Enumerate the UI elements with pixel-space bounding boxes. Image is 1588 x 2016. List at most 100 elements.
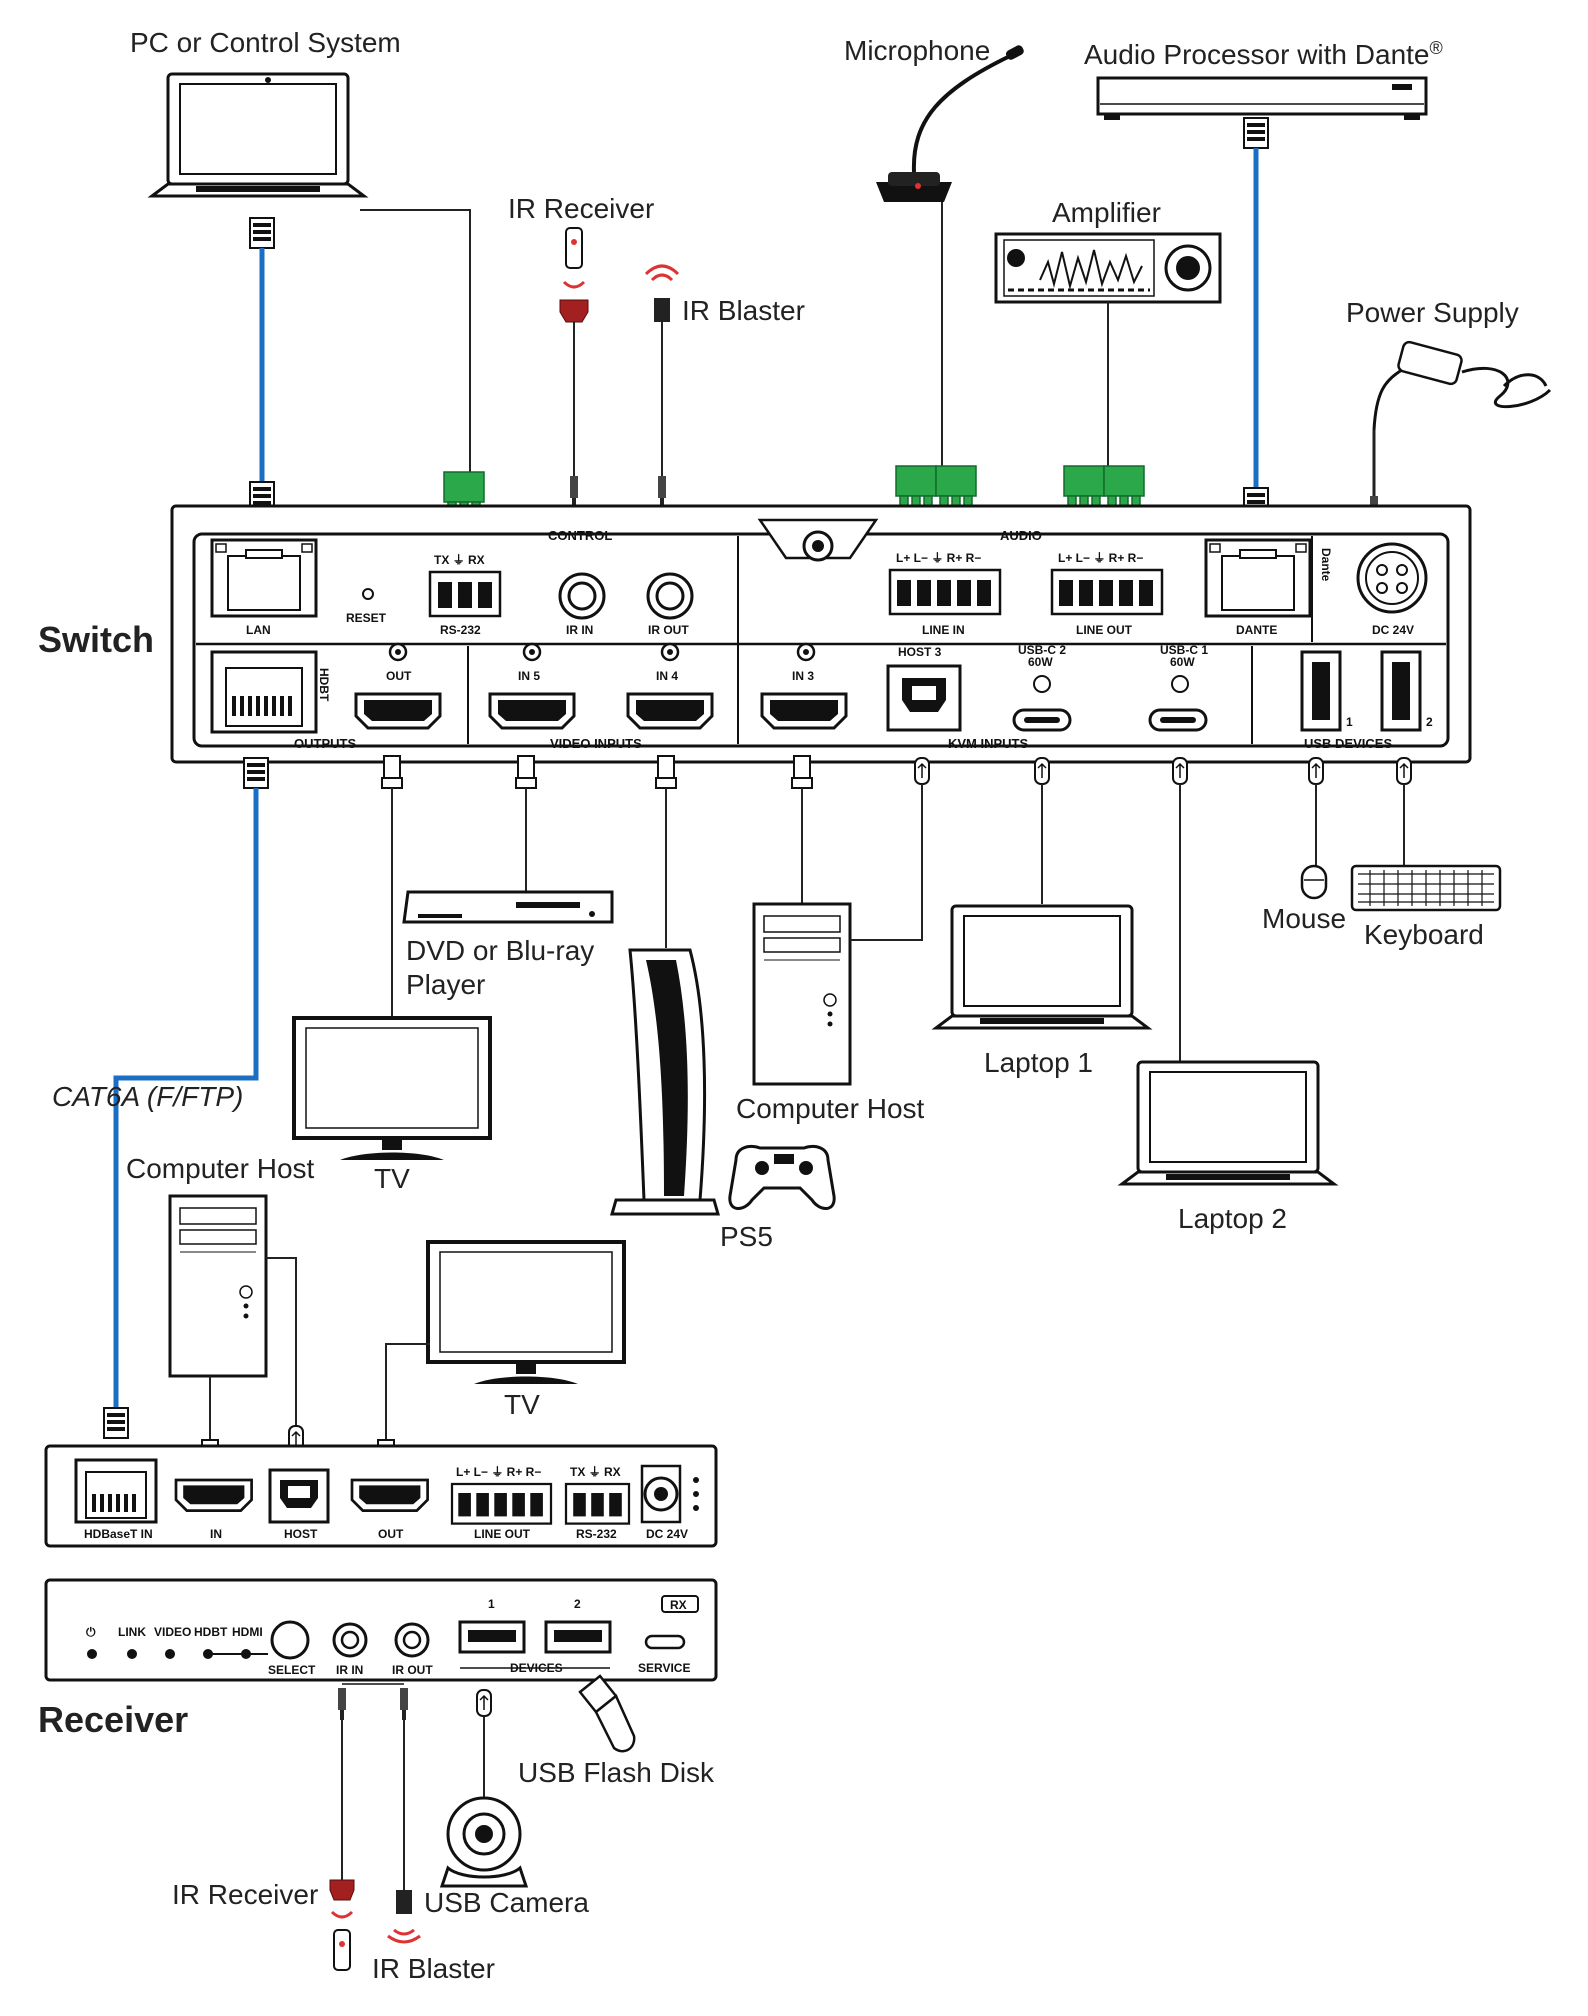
switch-title: Switch [38, 619, 154, 660]
receiver-select-label: SELECT [268, 1663, 316, 1677]
receiver-rs232-pins: TX ⏚ RX [570, 1465, 621, 1479]
amplifier-icon [994, 232, 1222, 304]
receiver-link-led [127, 1649, 137, 1659]
receiver-front-panel [44, 1578, 718, 1682]
receiver-usb-a-2[interactable] [544, 1620, 612, 1654]
receiver-line-out-pins: L+ L− ⏚ R+ R− [456, 1465, 541, 1479]
receiver-ir-in-jack[interactable] [332, 1622, 368, 1658]
switch-line-in-label: LINE IN [922, 623, 965, 637]
switch-usb1-label: 1 [1346, 715, 1353, 729]
ps5-label: PS5 [720, 1221, 773, 1252]
receiver-service-port[interactable] [644, 1634, 686, 1650]
switch-section-audio: AUDIO [1000, 528, 1042, 543]
receiver-rx-label: RX [670, 1598, 687, 1612]
power-supply-label: Power Supply [1346, 297, 1519, 328]
computer-host-top-label: Computer Host [736, 1093, 925, 1124]
ir-blaster-bottom-icon [387, 1890, 421, 1944]
receiver-ir-in-label: IR IN [336, 1663, 363, 1677]
ir-blaster-top-icon [644, 264, 680, 322]
switch-ir-out-jack[interactable] [646, 572, 694, 620]
receiver-dc-label: DC 24V [646, 1527, 688, 1541]
receiver-hdbt-label: HDBT [194, 1625, 228, 1639]
tv-bottom-label: TV [504, 1389, 540, 1420]
switch-in3-led [796, 642, 816, 662]
switch-section-video-inputs: VIDEO INPUTS [550, 736, 642, 751]
ir-receiver-bottom-label: IR Receiver [172, 1879, 318, 1910]
switch-reset-button[interactable] [362, 588, 374, 600]
computer-host-bottom-label: Computer Host [126, 1153, 315, 1184]
dvd-label-2: Player [406, 969, 485, 1000]
switch-out-led [388, 642, 408, 662]
receiver-title: Receiver [38, 1699, 188, 1740]
switch-dc-label: DC 24V [1372, 623, 1414, 637]
ir-receiver-top-label: IR Receiver [508, 193, 654, 224]
amplifier-label: Amplifier [1052, 197, 1161, 228]
switch-section-kvm-inputs: KVM INPUTS [948, 736, 1029, 751]
dvd-player-icon [402, 890, 614, 924]
dvd-label-1: DVD or Blu-ray [406, 935, 594, 966]
receiver-ir-out-label: IR OUT [392, 1663, 433, 1677]
ir-blaster-bottom-label: IR Blaster [372, 1953, 495, 1984]
switch-usb-a-1[interactable] [1300, 650, 1342, 732]
receiver-host-label: HOST [284, 1527, 318, 1541]
receiver-in-label: IN [210, 1527, 222, 1541]
laptop1-label: Laptop 1 [984, 1047, 1093, 1078]
switch-usbc1-watt: 60W [1170, 655, 1195, 669]
switch-usb-a-2[interactable] [1380, 650, 1422, 732]
switch-ir-in-label: IR IN [566, 623, 593, 637]
usb-camera-label: USB Camera [424, 1887, 589, 1918]
pc-laptop [150, 72, 366, 198]
switch-ir-in-jack[interactable] [558, 572, 606, 620]
switch-in5-label: IN 5 [518, 669, 540, 683]
usb-flash-disk-icon [578, 1674, 636, 1753]
svg-text:Audio Processor with Dante®: Audio Processor with Dante® [1084, 38, 1443, 70]
power-supply-icon [1372, 340, 1552, 431]
switch-hdbt-port[interactable] [210, 650, 318, 734]
game-controller-icon [728, 1145, 836, 1210]
receiver-hdbaset-label: HDBaseT IN [84, 1527, 153, 1541]
switch-usbc1-label: USB-C 1 [1160, 643, 1208, 657]
switch-in4-led [660, 642, 680, 662]
switch-line-out-label: LINE OUT [1076, 623, 1133, 637]
receiver-usb-a-1[interactable] [458, 1620, 526, 1654]
usb-camera-icon [439, 1796, 529, 1888]
receiver-video-label: VIDEO [154, 1625, 191, 1639]
switch-hdbt-label: HDBT [317, 668, 331, 702]
switch-in5-led [522, 642, 542, 662]
registered-mark: ® [1430, 38, 1443, 58]
receiver-link-label: LINK [118, 1625, 146, 1639]
switch-usbc2-label: USB-C 2 [1018, 643, 1066, 657]
receiver-rx-badge [661, 1595, 699, 1613]
ir-receiver-bottom-icon [329, 1879, 355, 1971]
receiver-dc-jack[interactable] [640, 1464, 699, 1524]
switch-in3-label: IN 3 [792, 669, 814, 683]
switch-dc-jack[interactable] [1356, 542, 1428, 614]
switch-rs232-label: RS-232 [440, 623, 481, 637]
switch-ir-out-label: IR OUT [648, 623, 689, 637]
receiver-hdmi-label: HDMI [232, 1625, 263, 1639]
receiver-usb2-label: 2 [574, 1597, 581, 1611]
switch-section-outputs: OUTPUTS [294, 736, 356, 751]
pc-label: PC or Control System [130, 27, 401, 58]
switch-section-usb-devices: USB DEVICES [1304, 736, 1392, 751]
switch-usbc2-watt: 60W [1028, 655, 1053, 669]
receiver-usb-b-port[interactable] [268, 1468, 330, 1524]
switch-dante-label: DANTE [1236, 623, 1277, 637]
receiver-service-label: SERVICE [638, 1661, 690, 1675]
usb-flash-label: USB Flash Disk [518, 1757, 715, 1788]
receiver-ir-out-jack[interactable] [394, 1622, 430, 1658]
switch-section-control: CONTROL [548, 528, 612, 543]
receiver-select-button[interactable] [270, 1620, 310, 1660]
switch-usb2-label: 2 [1426, 715, 1433, 729]
receiver-usb1-label: 1 [488, 1597, 495, 1611]
receiver-power-led [87, 1649, 97, 1659]
microphone-label: Microphone [844, 35, 990, 66]
keyboard-label: Keyboard [1364, 919, 1484, 950]
audio-processor-icon [1096, 76, 1428, 120]
switch-reset-label: RESET [346, 611, 387, 625]
receiver-hdbaset-port[interactable] [74, 1458, 158, 1524]
ir-receiver-top-icon [559, 227, 589, 323]
switch-usb-b-port[interactable] [886, 664, 962, 732]
ir-blaster-top-label: IR Blaster [682, 295, 805, 326]
